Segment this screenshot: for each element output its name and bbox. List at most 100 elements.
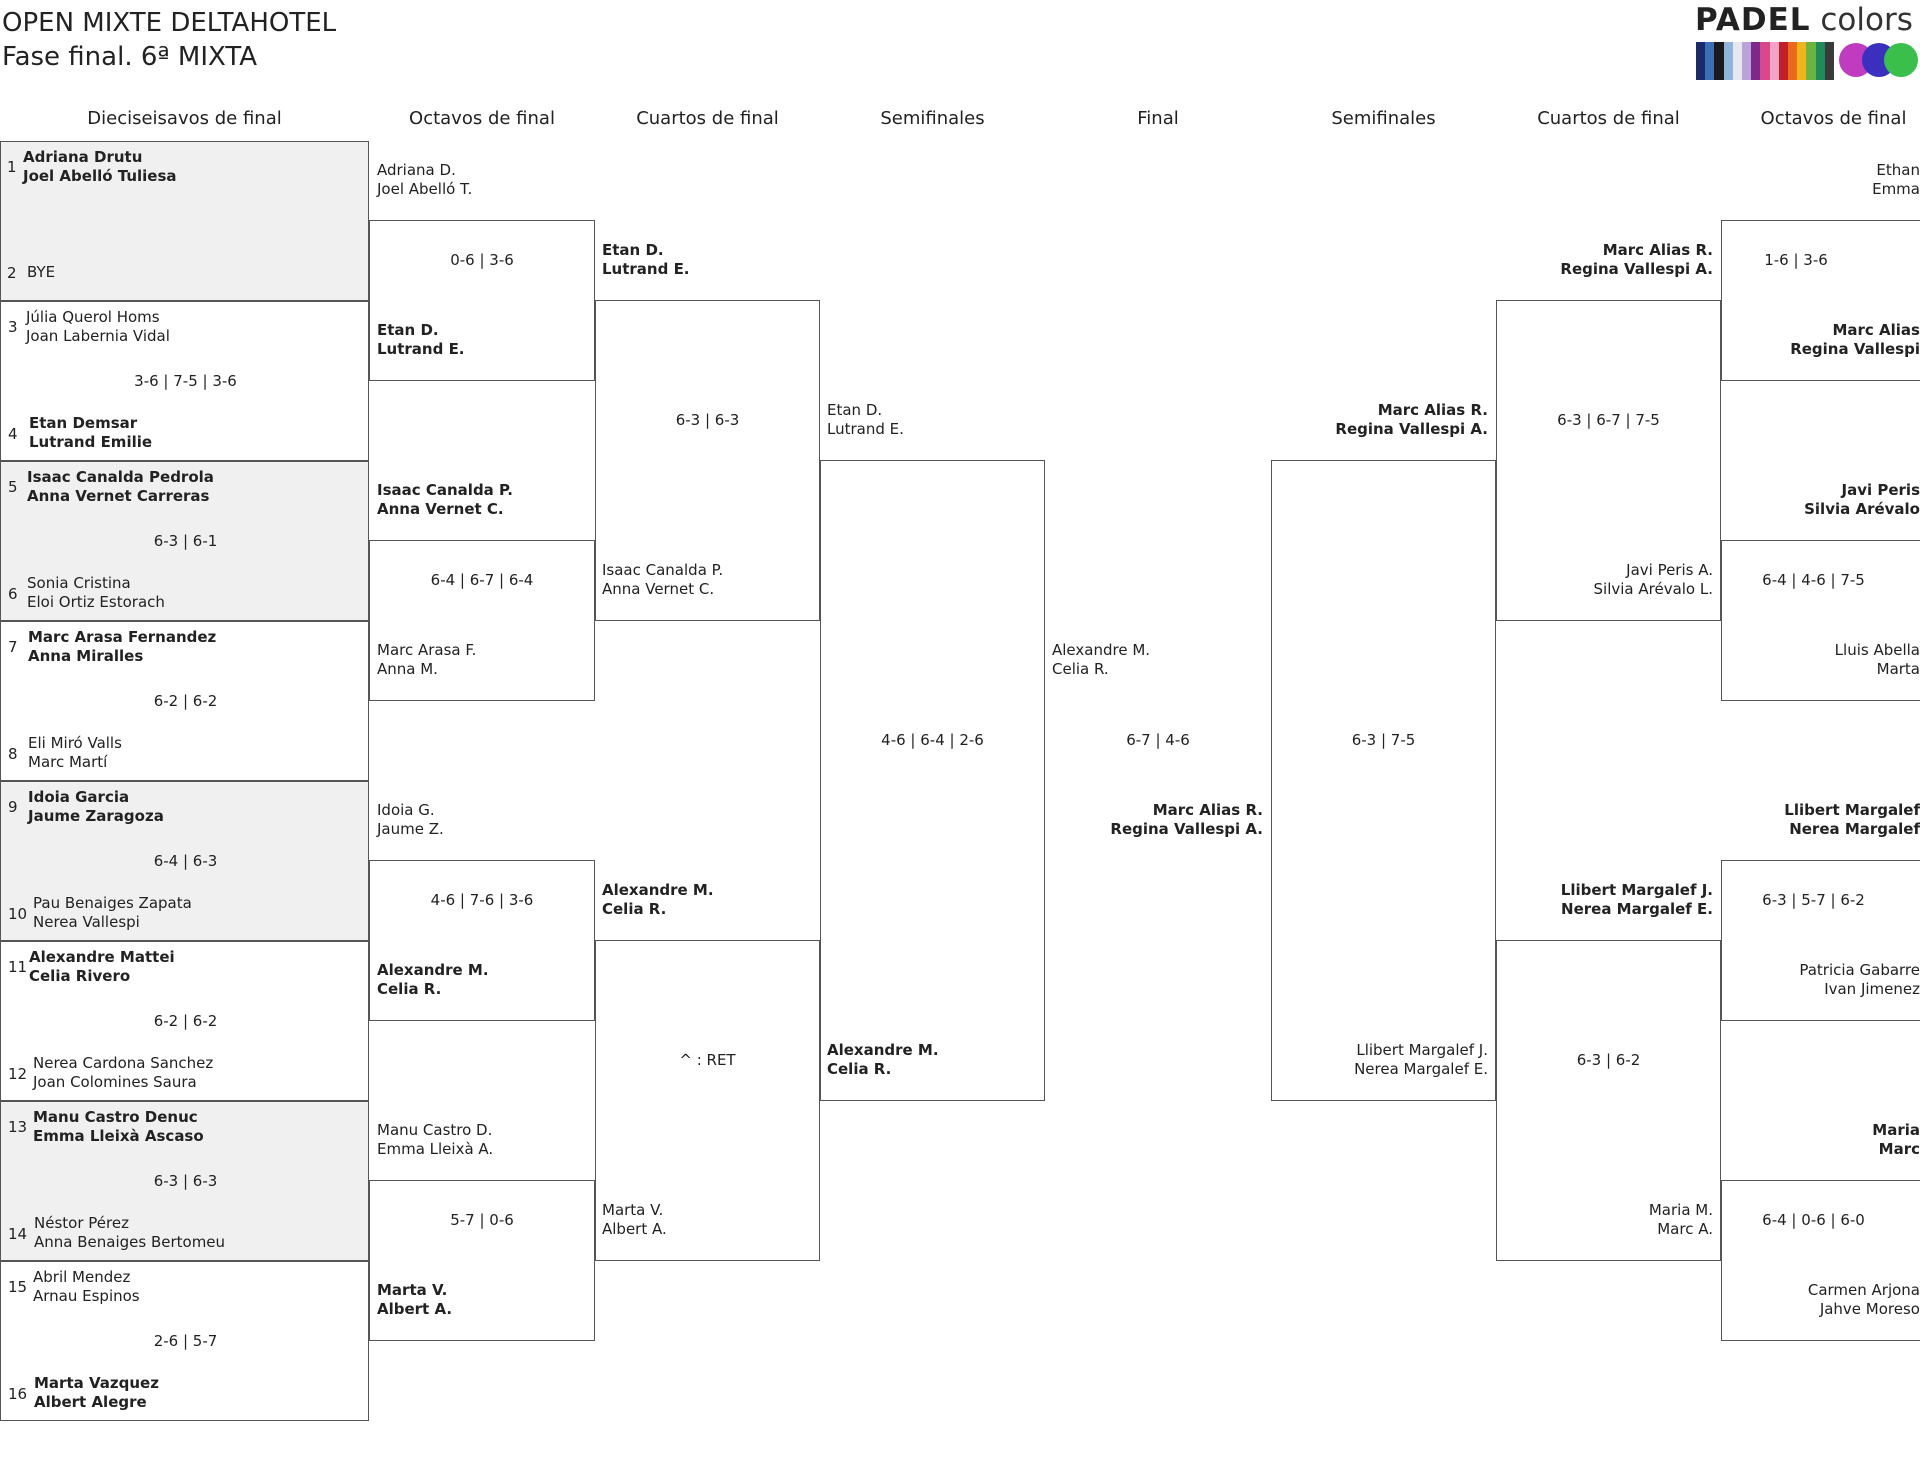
match-r32: 7 Marc Arasa Fernandez Anna Miralles 6-2…: [0, 621, 369, 781]
r32-column: 1 Adriana Drutu Joel Abelló Tuliesa 2 BY…: [0, 141, 369, 1421]
player: Regina Vallespi A.: [1560, 260, 1713, 278]
match-r32: 11 Alexandre Mattei Celia Rivero 6-2 | 6…: [0, 941, 369, 1101]
player: Javi Peris A.: [1626, 561, 1713, 579]
player: Anna Vernet C.: [377, 500, 504, 518]
match-score: 6-2 | 6-2: [153, 692, 218, 710]
player: Abril Mendez: [33, 1268, 131, 1286]
player: Anna Miralles: [28, 647, 144, 665]
logo-stripe: [1732, 42, 1743, 80]
seed: 2: [7, 264, 17, 282]
player: Etan Demsar: [29, 414, 138, 432]
player: Adriana D.: [377, 161, 456, 179]
match-r32: 1 Adriana Drutu Joel Abelló Tuliesa 2 BY…: [0, 141, 369, 301]
player: Marc A.: [1657, 1220, 1713, 1238]
player: Anna Vernet Carreras: [27, 487, 210, 505]
player: Nerea Cardona Sanchez: [33, 1054, 214, 1072]
seed: 11: [8, 958, 28, 976]
player: Marc Martí: [28, 753, 108, 771]
logo-stripe: [1760, 42, 1770, 80]
player: Celia R.: [1052, 660, 1109, 678]
player: Idoia Garcia: [28, 788, 130, 806]
match-score: 6-3 | 5-7 | 6-2: [1762, 891, 1865, 909]
player: Néstor Pérez: [34, 1214, 129, 1232]
player: Joan Colomines Saura: [33, 1073, 197, 1091]
seed: 6: [8, 585, 18, 603]
player: Llibert Margalef J.: [1560, 881, 1713, 899]
player: Jahve Moreso: [1819, 1300, 1920, 1318]
player: Alexandre Mattei: [29, 948, 175, 966]
match-score: 4-6 | 6-4 | 2-6: [881, 731, 984, 749]
player: Lutrand Emilie: [29, 433, 153, 451]
player: Eloi Ortiz Estorach: [27, 593, 165, 611]
player: Emma Lleixà A.: [377, 1140, 494, 1158]
logo-stripe: [1815, 42, 1825, 80]
bracket-connector: [1721, 540, 1920, 701]
player: Ivan Jimenez: [1824, 980, 1920, 998]
bracket-connector: [1721, 1180, 1920, 1341]
player: Patricia Gabarre: [1799, 961, 1920, 979]
logo-balls-icon: [1839, 43, 1918, 77]
player: Marta V.: [377, 1281, 448, 1299]
player: Albert A.: [377, 1300, 453, 1318]
player: Celia R.: [602, 900, 667, 918]
bracket-connector: [1721, 860, 1920, 1021]
logo-stripe: [1824, 42, 1835, 80]
match-score: 6-3 | 7-5: [1351, 731, 1416, 749]
logo-stripe: [1806, 42, 1816, 80]
player: Celia R.: [377, 980, 442, 998]
player: Regina Vallespi: [1790, 340, 1920, 358]
player: Anna Benaiges Bertomeu: [34, 1233, 226, 1251]
player: Arnau Espinos: [33, 1287, 140, 1305]
seed: 13: [8, 1118, 28, 1136]
player: Alexandre M.: [1052, 641, 1151, 659]
player: Silvia Arévalo: [1804, 500, 1920, 518]
player: Celia Rivero: [29, 967, 131, 985]
header-r16-right: Octavos de final: [1760, 108, 1907, 129]
player: Manu Castro D.: [377, 1121, 493, 1139]
bracket-connector: [595, 300, 820, 621]
player: Marc Arasa Fernandez: [28, 628, 217, 646]
seed: 14: [8, 1225, 28, 1243]
match-score: 2-6 | 5-7: [153, 1332, 218, 1350]
match-score: 3-6 | 7-5 | 3-6: [134, 372, 237, 390]
player: Albert A.: [602, 1220, 667, 1238]
player: Pau Benaiges Zapata: [33, 894, 192, 912]
player: Joel Abelló Tuliesa: [23, 167, 177, 185]
player: Lutrand E.: [377, 340, 465, 358]
logo-stripe: [1714, 42, 1724, 80]
player: Isaac Canalda P.: [602, 561, 724, 579]
player: Eli Miró Valls: [28, 734, 122, 752]
seed: 15: [8, 1278, 28, 1296]
bracket-connector: [369, 1180, 595, 1341]
player: Albert Alegre: [34, 1393, 147, 1411]
player: Marta Vazquez: [34, 1374, 159, 1392]
logo-stripe: [1797, 42, 1807, 80]
header-sf-left: Semifinales: [880, 108, 985, 129]
bracket-connector: [369, 540, 595, 701]
player: BYE: [27, 263, 56, 281]
player: Maria: [1872, 1121, 1920, 1139]
match-score: 6-2 | 6-2: [153, 1012, 218, 1030]
match-score: 6-3 | 6-1: [153, 532, 218, 550]
match-score: 1-6 | 3-6: [1764, 251, 1828, 269]
match-score: 6-4 | 6-7 | 6-4: [430, 571, 534, 589]
logo-stripe: [1778, 42, 1789, 80]
match-score: 6-3 | 6-3: [153, 1172, 218, 1190]
player: Nerea Margalef E.: [1561, 900, 1713, 918]
player: Maria M.: [1648, 1201, 1713, 1219]
player: Regina Vallespi A.: [1110, 820, 1263, 838]
player: Isaac Canalda Pedrola: [27, 468, 214, 486]
player: Marc Alias: [1832, 321, 1920, 339]
player: Júlia Querol Homs: [26, 308, 160, 326]
bracket-connector: [595, 940, 820, 1261]
logo-text: PADEL colors: [1695, 2, 1913, 38]
logo-stripe: [1723, 42, 1733, 80]
bracket-connector: [369, 860, 595, 1021]
match-r32: 13 Manu Castro Denuc Emma Lleixà Ascaso …: [0, 1101, 369, 1261]
header-qf-left: Cuartos de final: [636, 108, 779, 129]
seed: 7: [8, 638, 18, 656]
match-score: 6-4 | 4-6 | 7-5: [1762, 571, 1865, 589]
player: Celia R.: [827, 1060, 892, 1078]
player: Marc: [1878, 1140, 1920, 1158]
player: Isaac Canalda P.: [377, 481, 513, 499]
